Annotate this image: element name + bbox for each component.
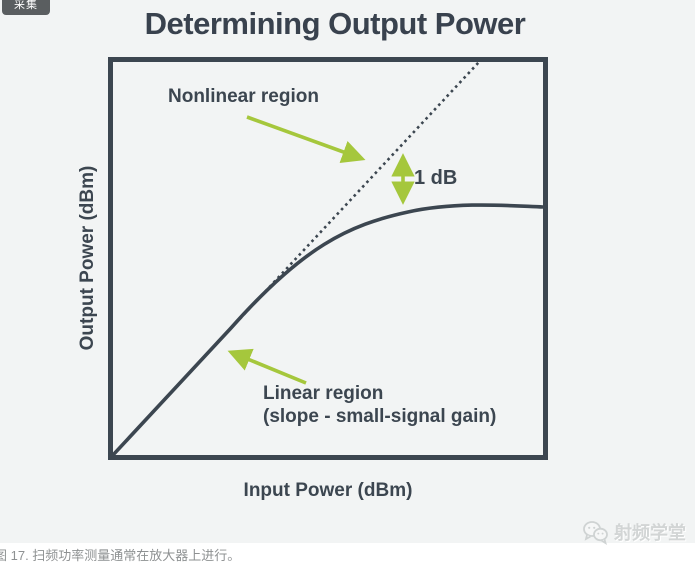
figure-caption: 图 17. 扫频功率测量通常在放大器上进行。	[0, 548, 241, 563]
gain-compression-plot	[113, 62, 543, 455]
wechat-chat-bubbles-icon	[583, 521, 608, 545]
nonlinear-region-label: Nonlinear region	[168, 86, 319, 107]
nonlinear-region-arrow	[246, 115, 366, 164]
watermark: 射频学堂	[582, 519, 686, 545]
ideal-linear-response-line	[113, 62, 480, 455]
page-title: Determining Output Power	[144, 6, 526, 41]
capture-badge-label: 采集	[14, 0, 38, 11]
linear-region-arrow	[227, 348, 307, 385]
one-db-label: 1 dB	[414, 167, 458, 189]
watermark-label: 射频学堂	[614, 523, 686, 543]
y-axis-label: Output Power (dBm)	[77, 165, 98, 351]
x-axis-label: Input Power (dBm)	[243, 480, 413, 501]
linear-region-label-line1: Linear region	[263, 383, 384, 404]
amplifier-gain-curve	[113, 203, 543, 455]
linear-region-label-line2: (slope - small-signal gain)	[263, 406, 497, 427]
capture-badge[interactable]: 采集	[2, 0, 50, 15]
linear-region-label: Linear region (slope - small-signal gain…	[263, 382, 496, 428]
plot-area: Nonlinear region 1 dB Linear region (slo…	[108, 57, 548, 460]
